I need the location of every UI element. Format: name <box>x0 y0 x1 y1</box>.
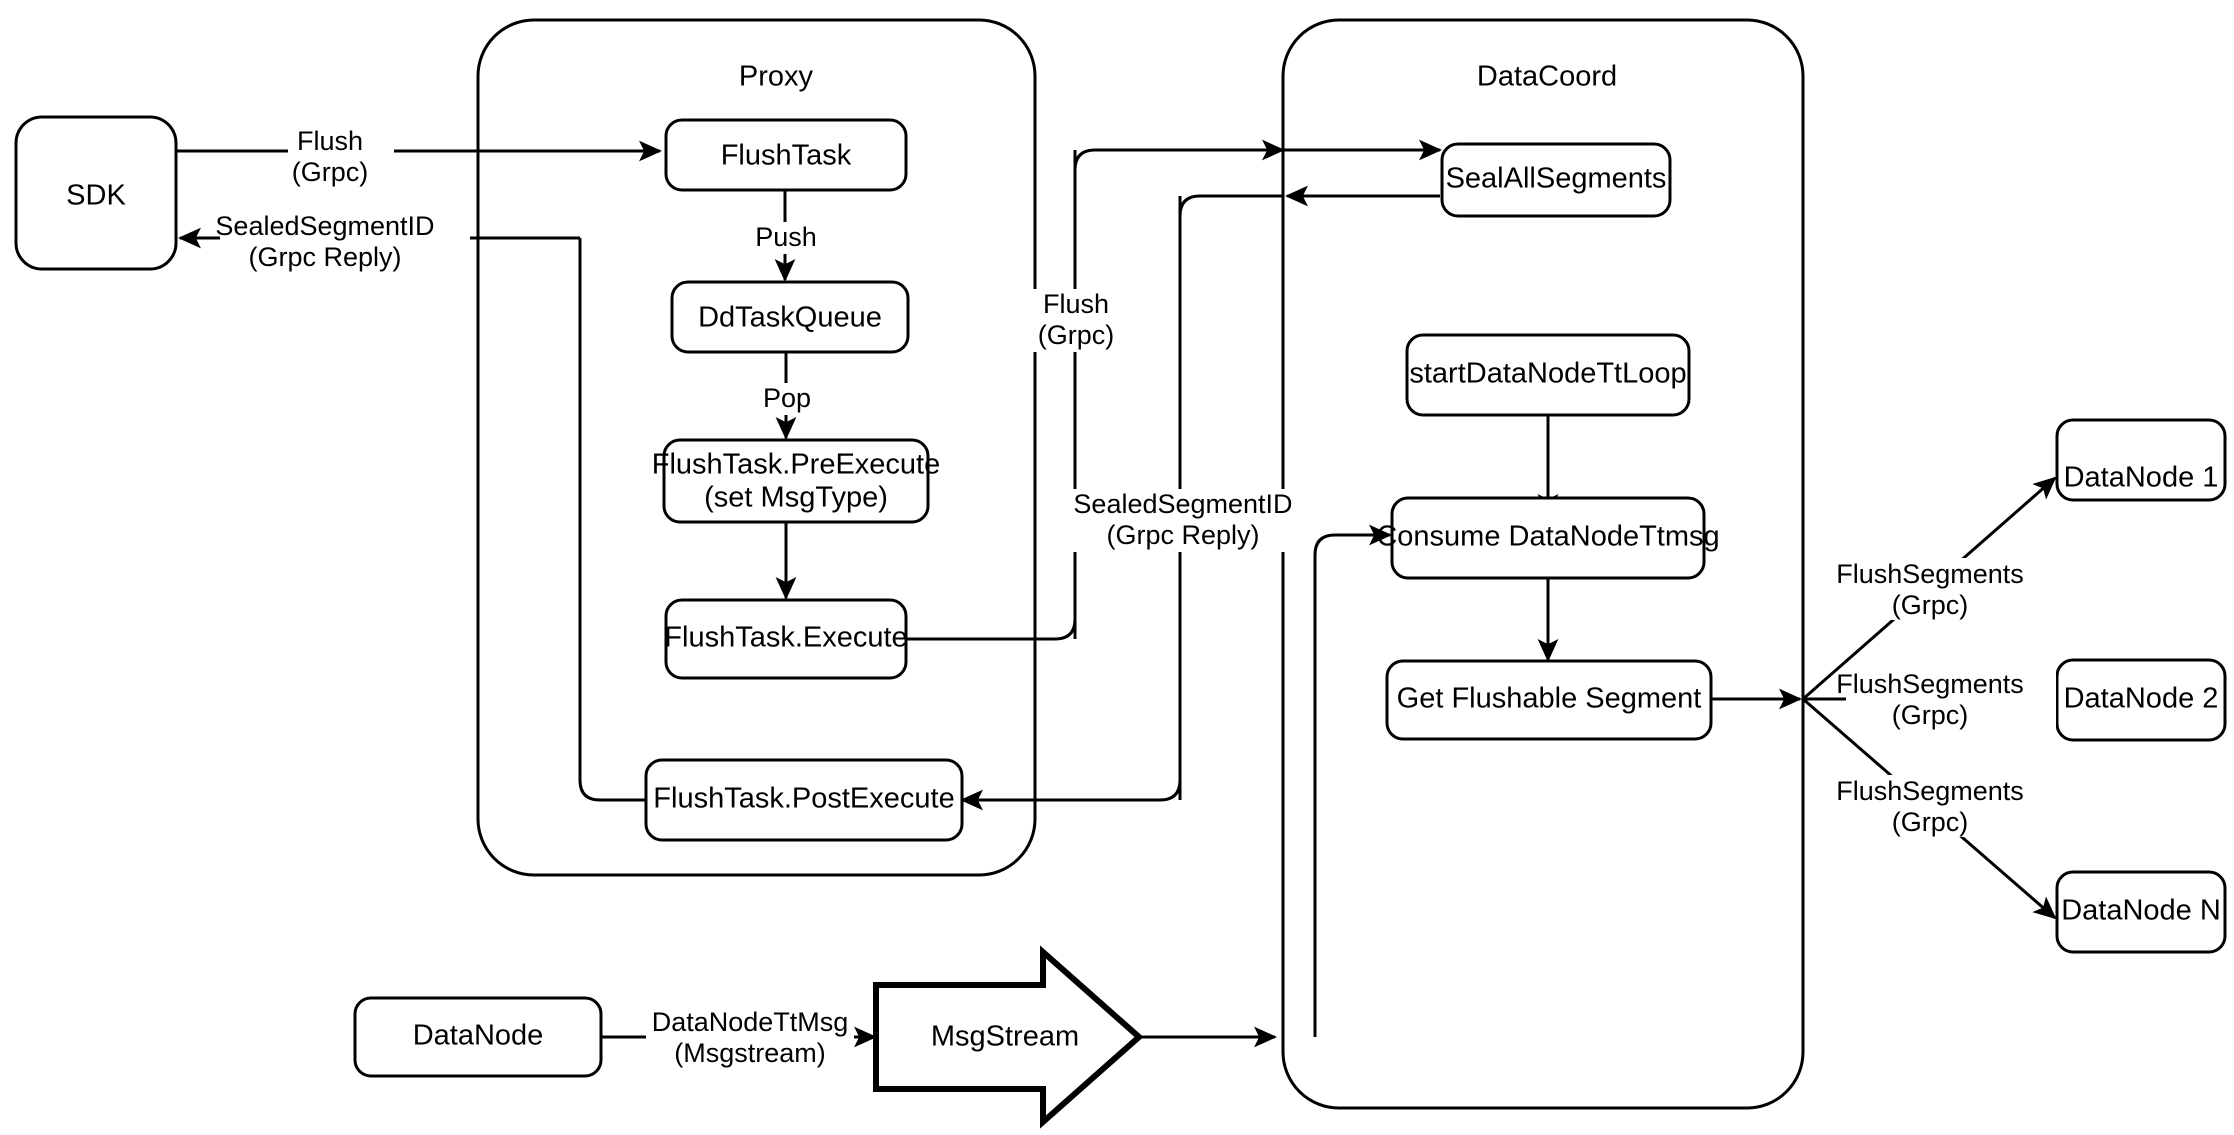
label-flush-line2: (Grpc) <box>292 157 369 187</box>
node-ddtaskqueue[interactable]: DdTaskQueue <box>670 280 910 354</box>
edge-postexecute-to-sdk-rail <box>578 238 648 802</box>
datanode-1-box[interactable] <box>2055 418 2227 502</box>
label-flush-segments-2: FlushSegments (Grpc) <box>1836 668 2056 730</box>
execute-label: FlushTask.Execute <box>664 622 907 654</box>
msgstream-label: MsgStream <box>931 1021 1079 1053</box>
label-proxy-to-coord: Flush (Grpc) <box>1023 289 1129 352</box>
node-sdk[interactable]: SDK <box>14 115 178 271</box>
label-bg-flush-grpc-1a <box>288 126 394 158</box>
label-proxy-coord-flush-line2: (Grpc) <box>1038 320 1115 350</box>
sdk-label: SDK <box>66 180 126 212</box>
node-msgstream[interactable]: MsgStream <box>873 945 1144 1129</box>
label-bg-datanode-ttmsg <box>646 1010 854 1040</box>
label-push-text: Push <box>755 222 817 252</box>
label-sdk-to-proxy: Flush (Grpc) <box>288 126 394 187</box>
label-push: Push <box>748 222 824 254</box>
postexecute-box[interactable] <box>644 758 964 842</box>
label-coord-to-proxy: SealedSegmentID (Grpc Reply) <box>1057 489 1310 552</box>
proxy-container-outline <box>476 18 1037 877</box>
preexecute-label-line2: (set MsgType) <box>704 482 888 514</box>
label-bg-flush-segments-1 <box>1846 558 2056 620</box>
label-bg-sealedsegmentid-2a <box>1057 489 1310 521</box>
proxy-container-title: Proxy <box>739 61 814 93</box>
node-datanode-n[interactable]: DataNode N <box>2055 870 2227 954</box>
datanode-2-box[interactable] <box>2055 658 2227 742</box>
label-bg-sealedsegmentid-1 <box>220 213 470 243</box>
consume-datanode-ttmsg-box[interactable] <box>1390 496 1706 580</box>
datanode-1-label: DataNode 1 <box>2064 462 2219 494</box>
label-proxy-coord-flush-line1: Flush <box>1043 289 1109 319</box>
edge-execute-to-sealallsegments <box>905 139 1285 641</box>
datanode-source-label: DataNode <box>413 1020 544 1052</box>
datacoord-container-title: DataCoord <box>1477 61 1617 93</box>
label-proxy-to-sdk: SealedSegmentID (Grpc Reply) <box>215 211 470 272</box>
execute-box[interactable] <box>664 598 908 680</box>
flushtask-label: FlushTask <box>721 140 852 172</box>
label-flush-segments-n-line1: FlushSegments <box>1836 776 2024 806</box>
label-sealedsegmentid-line1: SealedSegmentID <box>215 211 434 241</box>
datanode-source-box[interactable] <box>353 996 603 1078</box>
container-proxy: Proxy <box>476 18 1037 877</box>
label-flush-segments-n: FlushSegments (Grpc) <box>1836 775 2056 837</box>
label-bg-flush-grpc-2b <box>1023 320 1129 352</box>
sealallsegments-box[interactable] <box>1440 142 1672 218</box>
label-sealedsegmentid-line2: (Grpc Reply) <box>248 242 401 272</box>
start-datanode-ttloop-box[interactable] <box>1405 333 1691 417</box>
datanode-n-box[interactable] <box>2055 870 2227 954</box>
node-get-flushable-segment[interactable]: Get Flushable Segment <box>1385 659 1713 741</box>
node-flushtask-preexecute[interactable]: FlushTask.PreExecute (set MsgType) <box>652 438 941 524</box>
label-coord-proxy-line1: SealedSegmentID <box>1073 489 1292 519</box>
postexecute-label: FlushTask.PostExecute <box>653 783 954 815</box>
flushtask-box[interactable] <box>664 118 908 192</box>
label-coord-proxy-line2: (Grpc Reply) <box>1106 520 1259 550</box>
label-flush-segments-2-line2: (Grpc) <box>1892 700 1969 730</box>
datanode-n-label: DataNode N <box>2061 895 2221 927</box>
node-datanode-1[interactable]: DataNode 1 <box>2055 418 2227 502</box>
label-datanode-ttmsg: DataNodeTtMsg (Msgstream) <box>646 1007 854 1068</box>
node-flushtask-postexecute[interactable]: FlushTask.PostExecute <box>644 758 964 842</box>
node-consume-datanode-ttmsg[interactable]: Consume DataNodeTtmsg <box>1376 496 1720 580</box>
sdk-box[interactable] <box>14 115 178 271</box>
node-flushtask[interactable]: FlushTask <box>664 118 908 192</box>
preexecute-box[interactable] <box>662 438 930 524</box>
node-start-datanode-ttloop[interactable]: startDataNodeTtLoop <box>1405 333 1691 417</box>
preexecute-label-line1: FlushTask.PreExecute <box>652 449 941 481</box>
node-sealallsegments[interactable]: SealAllSegments <box>1440 142 1672 218</box>
consume-datanode-ttmsg-label: Consume DataNodeTtmsg <box>1376 521 1719 553</box>
label-bg-flush-segments-n <box>1846 775 2056 837</box>
ddtaskqueue-label: DdTaskQueue <box>698 302 882 334</box>
node-flushtask-execute[interactable]: FlushTask.Execute <box>664 598 908 680</box>
label-bg-push <box>748 222 824 254</box>
get-flushable-segment-box[interactable] <box>1385 659 1713 741</box>
container-datacoord: DataCoord <box>1281 18 1805 1110</box>
get-flushable-segment-label: Get Flushable Segment <box>1397 683 1702 715</box>
sealallsegments-label: SealAllSegments <box>1446 163 1667 195</box>
datacoord-container-outline <box>1281 18 1805 1110</box>
label-pop: Pop <box>752 383 822 415</box>
label-datanode-ttmsg-line2: (Msgstream) <box>674 1038 826 1068</box>
node-datanode-source[interactable]: DataNode <box>353 996 603 1078</box>
msgstream-arrow-shape[interactable] <box>873 945 1144 1129</box>
label-flush-segments-1-line2: (Grpc) <box>1892 590 1969 620</box>
start-datanode-ttloop-label: startDataNodeTtLoop <box>1409 358 1686 390</box>
node-datanode-2[interactable]: DataNode 2 <box>2055 658 2227 742</box>
ddtaskqueue-box[interactable] <box>670 280 910 354</box>
label-bg-flush-grpc-2a <box>1023 289 1129 321</box>
label-flush-line1: Flush <box>297 126 363 156</box>
label-flush-segments-2-line1: FlushSegments <box>1836 669 2024 699</box>
label-bg-sealedsegmentid-2b <box>1057 520 1310 552</box>
label-datanode-ttmsg-line1: DataNodeTtMsg <box>652 1007 849 1037</box>
label-bg-flush-segments-2 <box>1846 668 2056 730</box>
edge-datacoord-feed-to-consume <box>1313 524 1392 1037</box>
label-flush-segments-1: FlushSegments (Grpc) <box>1836 558 2056 620</box>
label-flush-segments-1-line1: FlushSegments <box>1836 559 2024 589</box>
datanode-2-label: DataNode 2 <box>2064 683 2219 715</box>
label-flush-segments-n-line2: (Grpc) <box>1892 807 1969 837</box>
label-pop-text: Pop <box>763 383 811 413</box>
label-bg-pop <box>752 383 822 415</box>
